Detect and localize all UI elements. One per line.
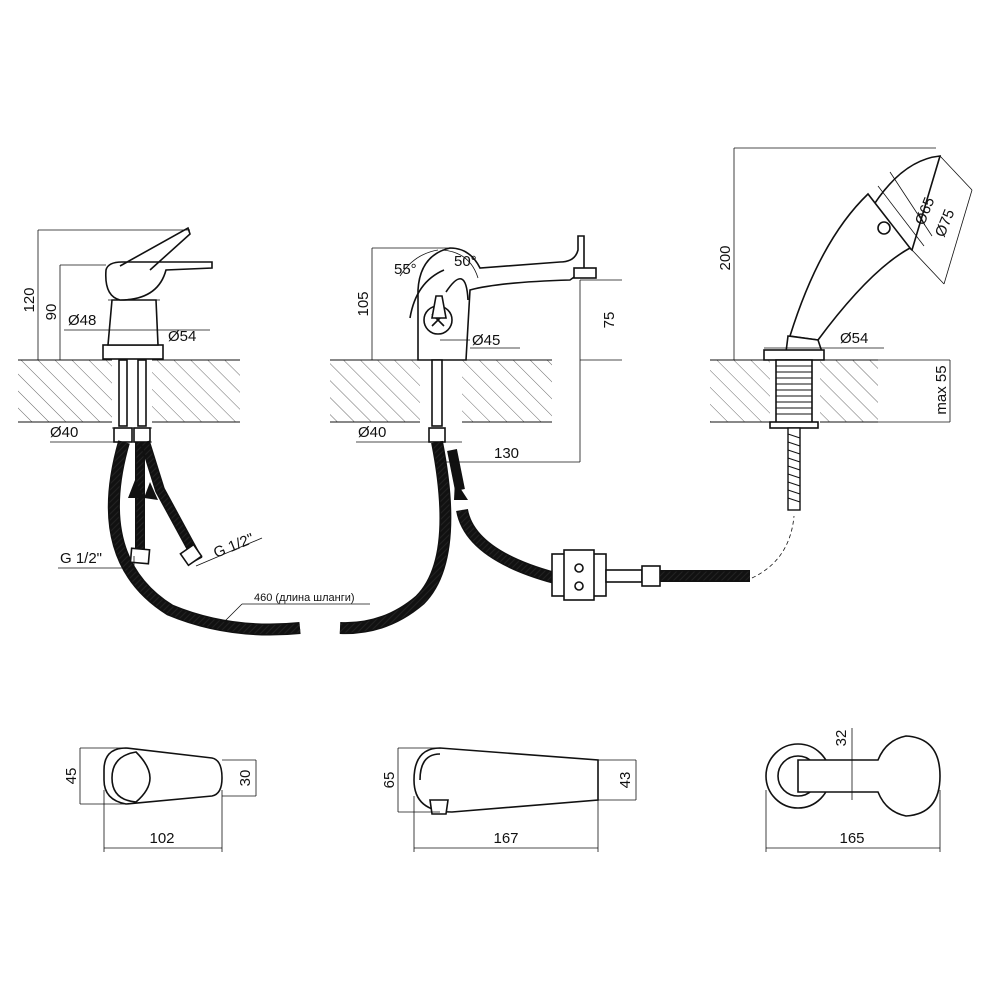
countertop-left bbox=[18, 358, 240, 424]
shower-dia-base-label: Ø54 bbox=[840, 330, 868, 347]
spout-top-length-label: 167 bbox=[493, 830, 518, 847]
spout-reach-label: 130 bbox=[494, 445, 519, 462]
shower-top-view: 32 165 bbox=[765, 728, 941, 852]
mixer-hoses bbox=[107, 440, 301, 636]
mixer-height-body-label: 90 bbox=[43, 304, 60, 321]
spout-height-spout-label: 75 bbox=[601, 312, 618, 329]
shower-max-depth-label: max 55 bbox=[933, 365, 950, 414]
mixer-top-length-label: 102 bbox=[149, 830, 174, 847]
shower-top-width-label: 32 bbox=[833, 730, 850, 747]
mixer-thread-right-label: G 1/2" bbox=[211, 530, 256, 562]
shower-side-view bbox=[763, 155, 942, 511]
mixer-dimensions: 120 90 Ø48 Ø54 Ø40 G 1/2" G 1/2" 460 (дл… bbox=[21, 229, 370, 623]
spout-dia-hole-label: Ø40 bbox=[358, 424, 386, 441]
mixer-thread-left-label: G 1/2" bbox=[60, 550, 102, 567]
mixer-height-total-label: 120 bbox=[21, 287, 38, 312]
shower-height-label: 200 bbox=[717, 245, 734, 270]
mixer-top-view: 45 30 102 bbox=[63, 747, 257, 852]
spout-angle-right-label: 50° bbox=[454, 253, 477, 270]
mixer-top-height-label: 45 bbox=[63, 768, 80, 785]
spout-dia-base-label: Ø45 bbox=[472, 332, 500, 349]
spout-top-height-label: 65 bbox=[381, 772, 398, 789]
mixer-top-tip-label: 30 bbox=[237, 770, 254, 787]
spout-dimensions: 105 75 Ø45 Ø40 130 55° 50° bbox=[355, 247, 622, 463]
hose-length-label: 460 (длина шланги) bbox=[254, 592, 355, 604]
spout-side-view bbox=[409, 235, 597, 443]
spout-top-view: 65 43 167 bbox=[381, 747, 637, 852]
mixer-dia-top-label: Ø48 bbox=[68, 312, 96, 329]
mixer-dia-base-label: Ø54 bbox=[168, 328, 196, 345]
mixer-dia-hole-label: Ø40 bbox=[50, 424, 78, 441]
spout-height-total-label: 105 bbox=[355, 291, 372, 316]
spout-hoses bbox=[339, 440, 795, 635]
spout-top-tip-label: 43 bbox=[617, 772, 634, 789]
shower-dia-outer-label: Ø75 bbox=[932, 207, 958, 240]
mixer-side-view bbox=[102, 226, 213, 443]
spout-angle-left-label: 55° bbox=[394, 261, 417, 278]
shower-top-length-label: 165 bbox=[839, 830, 864, 847]
